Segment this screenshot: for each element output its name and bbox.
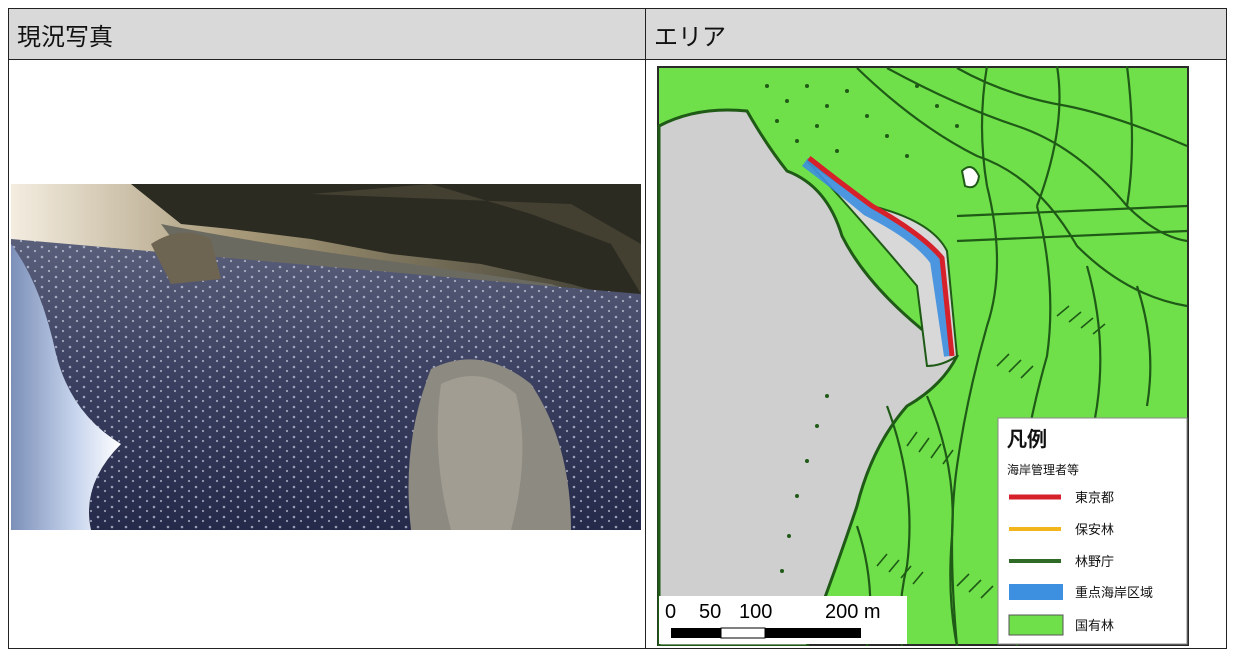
area-map: 凡例 海岸管理者等 東京都 保安林 林野庁 重点海岸区域 国有林 bbox=[657, 66, 1189, 646]
legend-title: 凡例 bbox=[1007, 427, 1047, 451]
legend-label-national-forest: 国有林 bbox=[1075, 619, 1114, 634]
header-area-label: エリア bbox=[654, 22, 726, 51]
beach-photo bbox=[11, 184, 641, 530]
legend-box: 凡例 海岸管理者等 東京都 保安林 林野庁 重点海岸区域 国有林 bbox=[997, 417, 1188, 645]
priority-coast-band bbox=[801, 158, 954, 357]
map-cell: 凡例 海岸管理者等 東京都 保安林 林野庁 重点海岸区域 国有林 bbox=[645, 59, 1227, 649]
scale-bar: 0 50 100 200 m bbox=[659, 596, 907, 644]
document-table: 現況写真 エリア bbox=[8, 8, 1227, 649]
legend-label-priority-coast: 重点海岸区域 bbox=[1075, 585, 1153, 601]
photo-cell bbox=[8, 59, 646, 649]
scale-tick-100: 100 bbox=[739, 601, 772, 623]
info-table: 現況写真 エリア bbox=[8, 8, 1227, 649]
legend-label-forestry-agency: 林野庁 bbox=[1075, 555, 1114, 570]
legend-subtitle: 海岸管理者等 bbox=[1007, 462, 1079, 477]
scrub-dots bbox=[765, 84, 959, 573]
header-photo-label: 現況写真 bbox=[17, 22, 113, 51]
tokyo-coast-line bbox=[807, 156, 955, 357]
scale-tick-200: 200 m bbox=[825, 601, 881, 623]
scale-tick-50: 50 bbox=[699, 601, 721, 623]
legend-label-tokyo: 東京都 bbox=[1075, 490, 1114, 506]
summit-marker bbox=[960, 166, 981, 189]
legend-swatch-priority-coast bbox=[1009, 584, 1063, 600]
header-area-cell: エリア bbox=[645, 8, 1227, 60]
sea-area bbox=[657, 108, 959, 646]
header-photo-cell: 現況写真 bbox=[8, 8, 646, 60]
scale-tick-0: 0 bbox=[665, 601, 676, 623]
legend-label-protection-forest: 保安林 bbox=[1075, 523, 1114, 538]
legend-swatch-national-forest bbox=[1008, 614, 1064, 636]
